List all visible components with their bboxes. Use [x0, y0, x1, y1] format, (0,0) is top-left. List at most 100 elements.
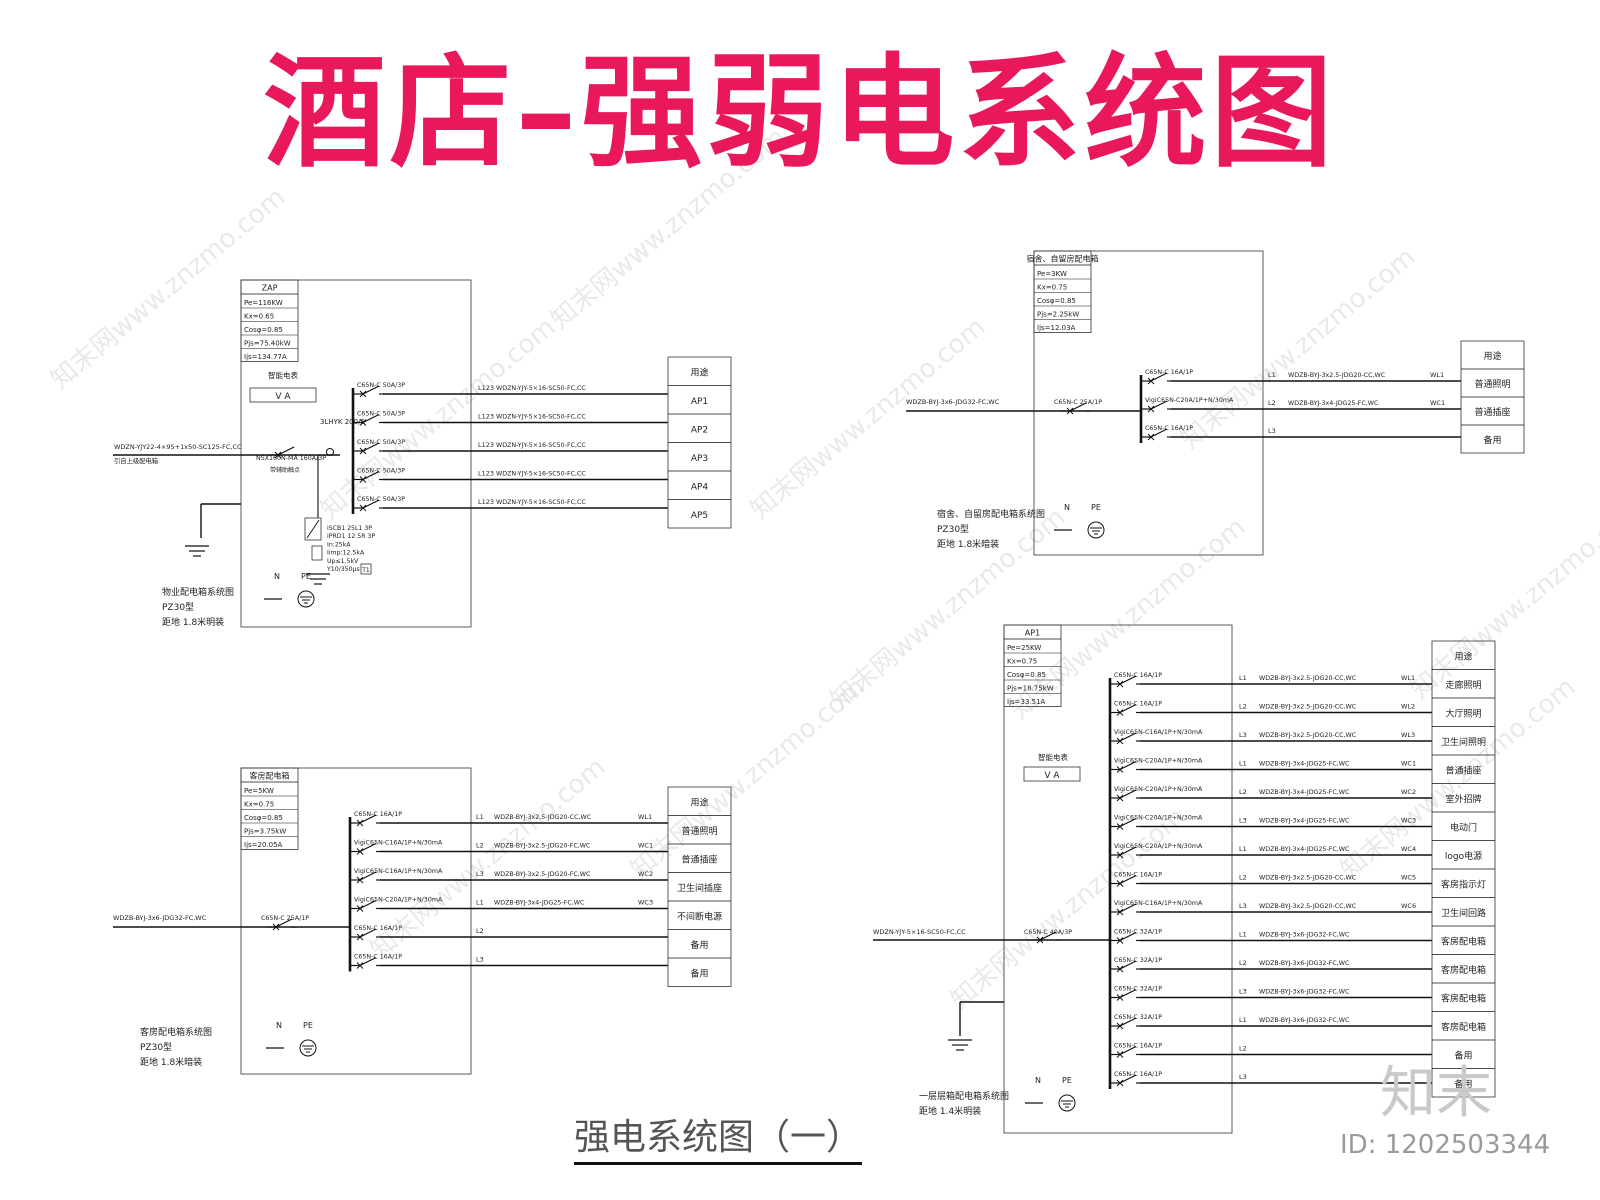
- panel-param: Kx=0.75: [1037, 284, 1067, 292]
- panel-dorm: 宿舍、自留房配电箱Pe=3KWKx=0.75Cosφ=0.85Pjs=2.25k…: [906, 250, 1525, 556]
- panel-param: Pe=3KW: [1037, 270, 1067, 278]
- usage-cell: 客房配电箱: [1441, 964, 1486, 976]
- main-breaker-mark-b: [1036, 936, 1044, 944]
- breaker-label: VigiC65N-C20A/1P+N/30mA: [1114, 815, 1203, 822]
- panel-param: Ijs=12.03A: [1037, 324, 1076, 332]
- panel-frame: [1003, 624, 1233, 1134]
- main-breaker-label: C65N-C 25A/1P: [261, 915, 309, 922]
- circuit-label: WC2: [638, 870, 653, 878]
- breaker-mark-b: [1116, 1051, 1124, 1058]
- breaker-label: C65N-C 16A/1P: [1145, 369, 1193, 376]
- phase-label: L2: [1268, 399, 1276, 407]
- panel-guestroom: 客房配电箱Pe=5KWKx=0.75Cosφ=0.85Pjs=3.75kWIjs…: [113, 767, 732, 1075]
- breaker-blade: [1119, 703, 1137, 714]
- breaker-blade: [1150, 428, 1168, 438]
- breaker-blade: [362, 385, 380, 395]
- cable-label: WDZB-BYJ-3x6-JDG32-FC,WC: [1259, 1017, 1350, 1024]
- phase-label: L123: [478, 441, 494, 449]
- note-title: 一层层箱配电箱系统图: [919, 1090, 1009, 1102]
- breaker-label: C65N-C 50A/3P: [357, 439, 405, 446]
- breaker-label: VigiC65N-C16A/1P+N/30mA: [354, 840, 443, 847]
- cable-label: WDZB-BYJ-3x4-JDG25-FC,WC: [494, 900, 585, 907]
- breaker-label: C65N-C 16A/1P: [354, 811, 402, 818]
- breaker-mark-b: [1116, 823, 1124, 830]
- circuit-label: WC1: [1401, 760, 1416, 768]
- breaker-label: VigiC65N-C16A/1P+N/30mA: [1114, 900, 1203, 907]
- note-line: 距地 1.8米暗装: [140, 1056, 202, 1068]
- breaker-mark-b: [356, 905, 364, 912]
- phase-label: L1: [476, 813, 484, 821]
- phase-label: L123: [478, 384, 494, 392]
- main-breaker-label: C65N-C 25A/1P: [1054, 399, 1102, 406]
- spd-spec: iPRD1 12.5R 3P: [327, 533, 375, 540]
- phase-label: L1: [1239, 674, 1247, 682]
- phase-label: L123: [478, 470, 494, 478]
- cable-label: WDZN-YJY-5×16-SC50-FC,CC: [496, 385, 586, 392]
- panel-frame: [240, 767, 472, 1075]
- panel-param: Kx=0.75: [244, 801, 274, 809]
- meter-box: [1023, 766, 1081, 782]
- watermark-text: 知末网www.znzmo.com: [1175, 242, 1421, 455]
- usage-cell: 普通照明: [1474, 378, 1510, 390]
- ct-label: 3LHYK 200/5: [320, 418, 365, 426]
- note-title: 物业配电箱系统图: [162, 586, 234, 598]
- breaker-blade: [1119, 760, 1137, 771]
- main-breaker-blade: [277, 446, 295, 456]
- breaker-mark-b: [1116, 1079, 1124, 1087]
- cable-label: WDZB-BYJ-3x2.5-JDG20-CC,WC: [1259, 875, 1357, 882]
- phase-label: L1: [1239, 760, 1247, 768]
- main-breaker-blade: [275, 918, 293, 928]
- breaker-label: C65N-C 50A/3P: [357, 411, 405, 418]
- panel-param: Kx=0.65: [244, 313, 274, 321]
- breaker-label: C65N-C 32A/1P: [1114, 957, 1162, 964]
- cable-label: WDZB-BYJ-3x6-JDG32-FC,WC: [1259, 960, 1350, 967]
- usage-cell: AP2: [691, 426, 708, 436]
- ct-symbol: [326, 448, 334, 456]
- spd-spec: Iimp:12.5kA: [327, 550, 365, 557]
- panel-param: Cosφ=0.85: [244, 814, 283, 822]
- params-box: [1003, 624, 1062, 707]
- usage-cell: 卫生间插座: [677, 882, 722, 894]
- breaker-mark-b: [356, 819, 364, 827]
- phase-label: L123: [478, 413, 494, 421]
- breaker-mark-b: [356, 876, 364, 884]
- breaker-blade: [359, 814, 377, 824]
- breaker-label: C65N-C 16A/1P: [354, 954, 402, 961]
- usage-cell: AP4: [691, 483, 709, 493]
- breaker-mark-b: [359, 390, 367, 398]
- spd-fuse: [311, 545, 323, 561]
- watermark-text: 知末网www.znzmo.com: [945, 802, 1191, 1015]
- panel-param: Pjs=18.75kW: [1007, 685, 1054, 693]
- panel-ap1: AP1Pe=25KWKx=0.75Cosφ=0.85Pjs=18.75kWIjs…: [873, 624, 1496, 1134]
- breaker-label: VigiC65N-C20A/1P+N/30mA: [354, 897, 443, 904]
- main-breaker-label: C65N-C 40A/3P: [1024, 929, 1072, 936]
- breaker-blade: [1119, 960, 1137, 970]
- phase-label: L2: [1239, 874, 1247, 882]
- panel-name: AP1: [1025, 629, 1040, 638]
- pe-circle: [1058, 1094, 1076, 1112]
- main-breaker-mark-b: [1066, 407, 1074, 415]
- phase-label: L2: [1239, 788, 1247, 796]
- breaker-label: C65N-C 50A/3P: [357, 382, 405, 389]
- breaker-mark-b: [1116, 880, 1124, 887]
- meter-label: 智能电表: [1038, 752, 1068, 762]
- breaker-mark-b: [1147, 377, 1155, 385]
- breaker-mark-b: [1147, 433, 1155, 441]
- cable-label: WDZB-BYJ-3x4-JDG25-FC,WC: [1259, 761, 1350, 768]
- note-line: PZ30型: [162, 602, 194, 613]
- panel-param: Ijs=134.77A: [244, 353, 287, 361]
- phase-label: L1: [476, 899, 484, 907]
- usage-cell: 客房配电箱: [1441, 936, 1486, 948]
